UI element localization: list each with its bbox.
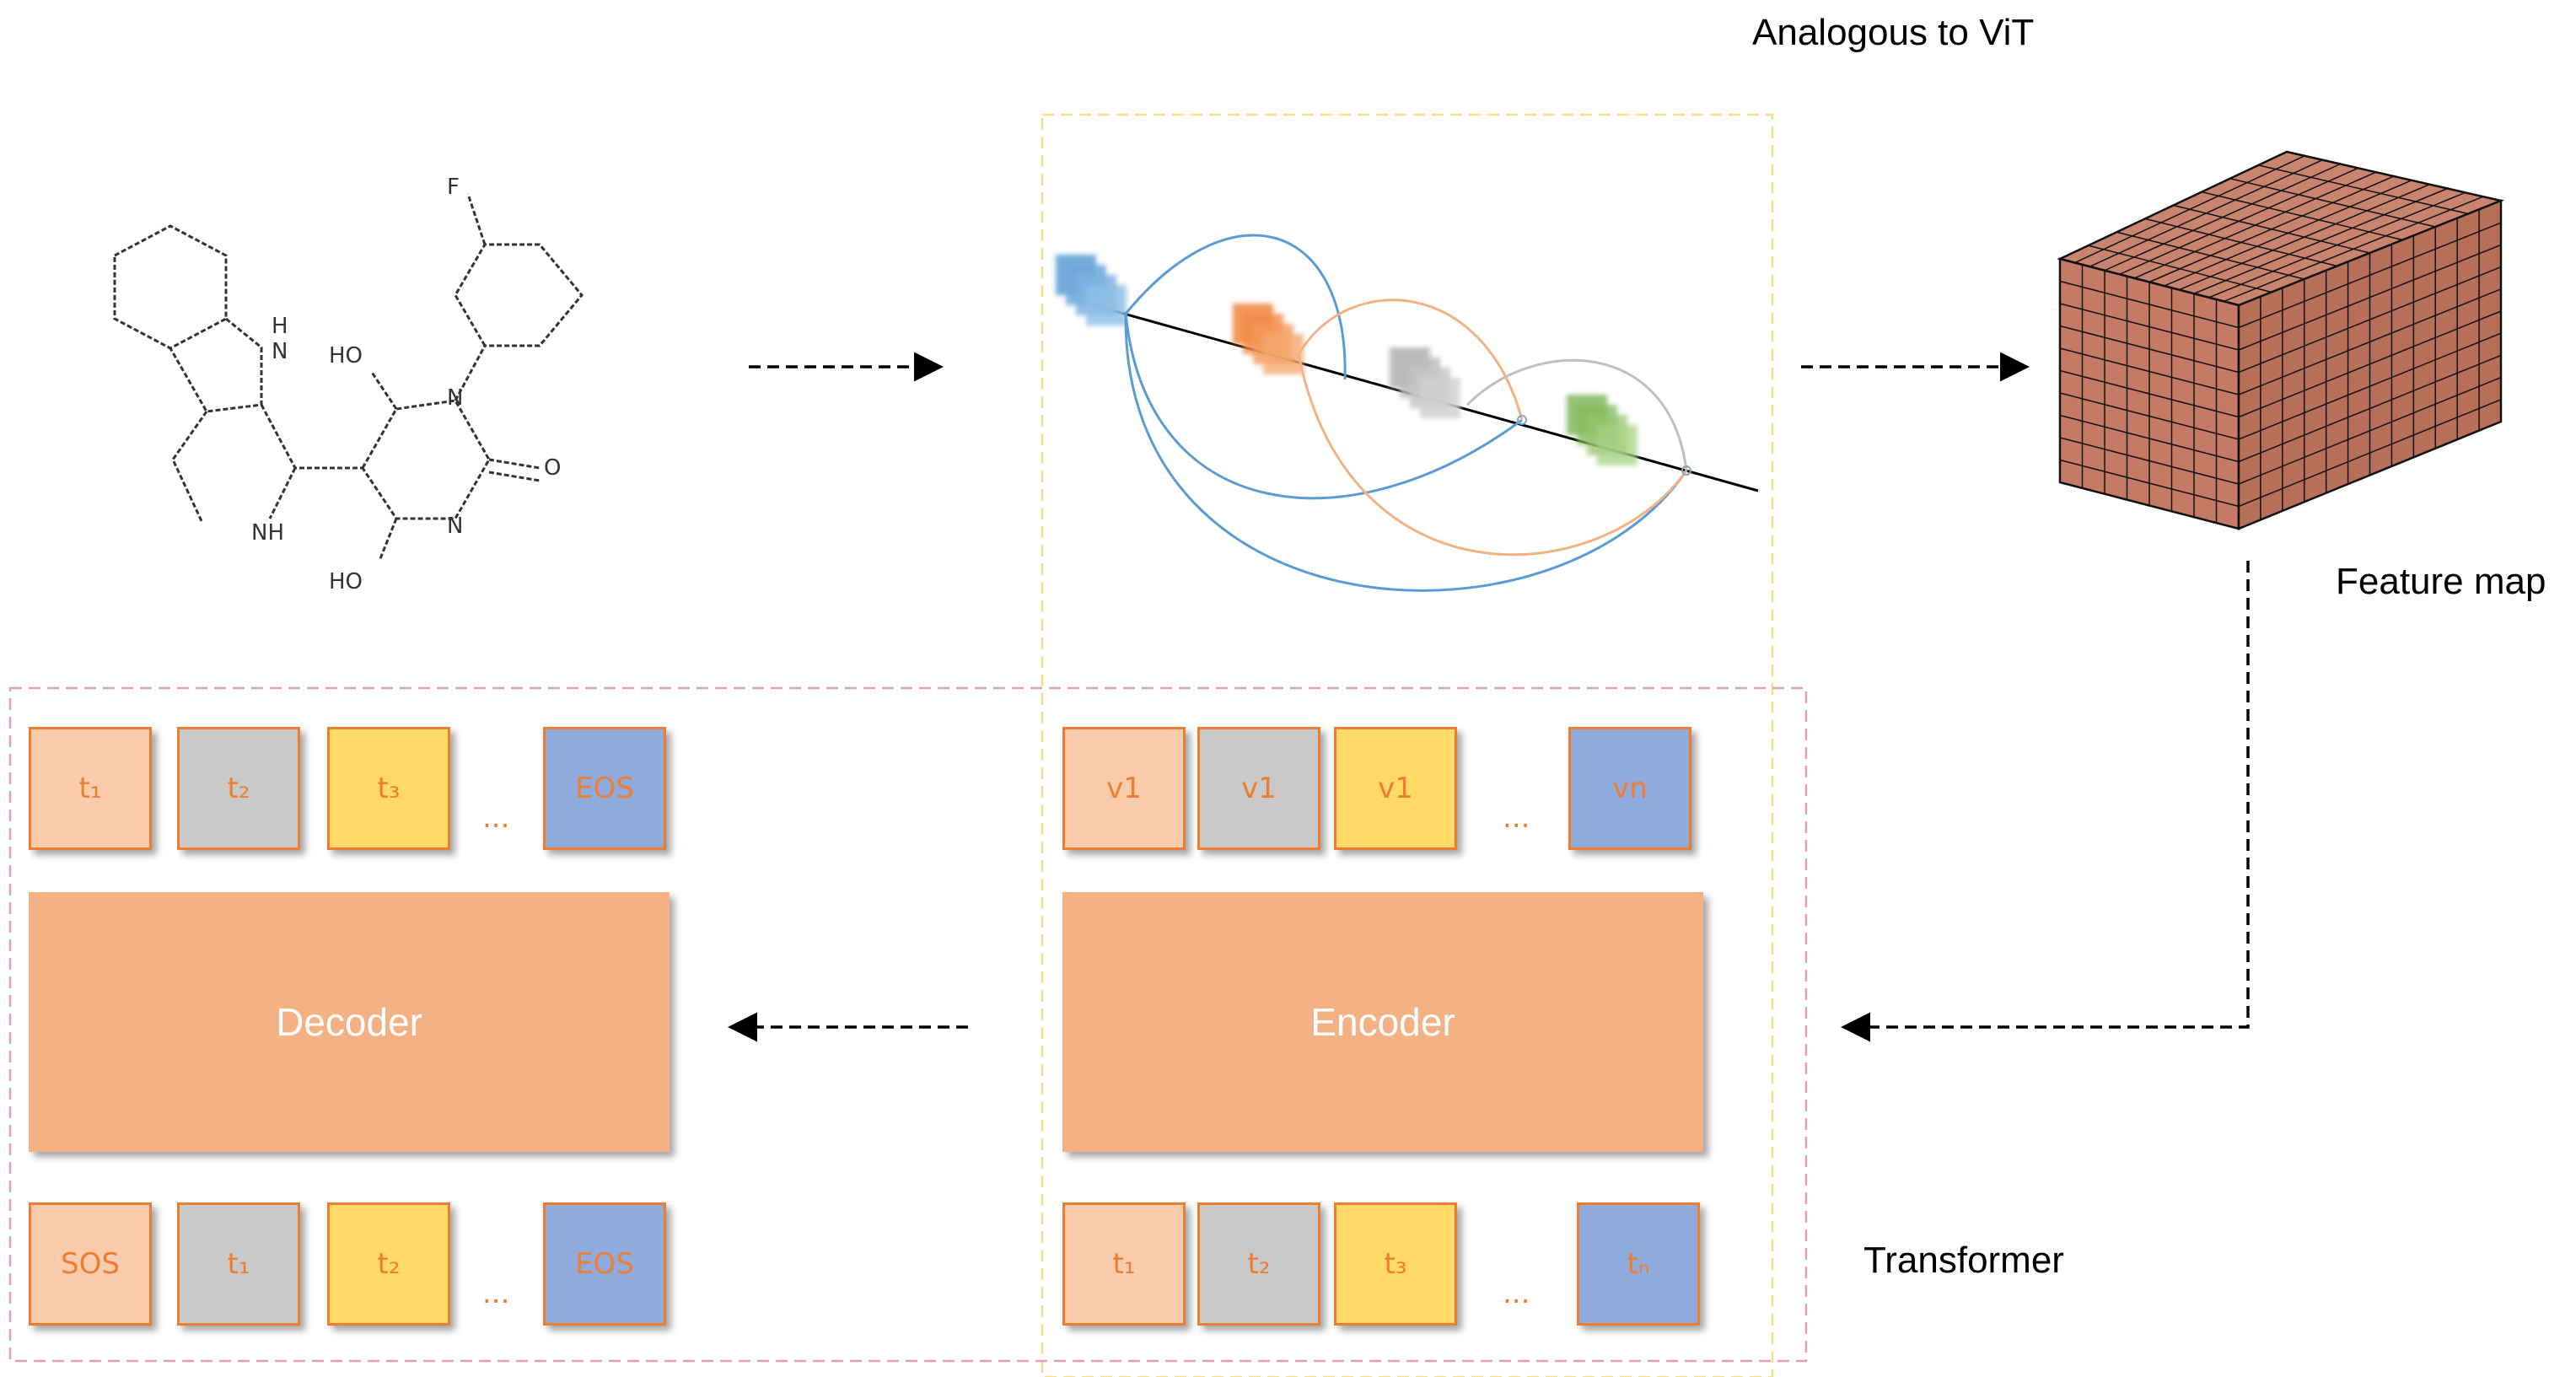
cube-grid-line [2238, 332, 2502, 440]
cube-grid-line [2088, 245, 2272, 293]
atom-n-bottom: N [447, 514, 463, 539]
cube-grid-line [2059, 369, 2240, 418]
encoder-block: Encoder [1062, 892, 1703, 1152]
gray-patch-stack [1390, 347, 1460, 418]
atom-n-top: N [447, 385, 463, 411]
decoder-output-token-3: t₃ [327, 727, 450, 850]
attn-arc-gray-1 [1465, 358, 1688, 471]
atom-o: O [544, 455, 561, 481]
cube-grid-line [2059, 347, 2240, 395]
cube-grid-line [2238, 399, 2502, 508]
encoder-input-token-3: t₃ [1334, 1202, 1457, 1326]
encoder-output-token-1: v1 [1062, 727, 1186, 850]
cube-grid-line [2059, 392, 2240, 440]
attn-arc-orange-2 [1297, 353, 1688, 557]
decoder-input-token-sos: SOS [29, 1202, 152, 1326]
atom-f: F [447, 175, 460, 200]
attn-arc-blue-2 [1124, 313, 1523, 500]
cube-grid-line [2059, 280, 2240, 329]
atom-ho-bottom: HO [329, 569, 363, 594]
cube-grid-line [2201, 191, 2403, 241]
decoder-input-token-1: t₁ [177, 1202, 300, 1326]
attn-arc-blue-3 [1124, 313, 1688, 592]
decoder-block: Decoder [29, 892, 670, 1152]
atom-n-indole: N [272, 339, 288, 364]
vit-region-box [1041, 113, 1774, 1377]
cube-grid-line [2059, 303, 2240, 351]
transformer-region-box [8, 686, 1808, 1363]
molecule-atom-labels: F H N HO N O N NH HO [251, 175, 561, 594]
decoder-input-ellipsis: ... [482, 1277, 510, 1310]
cube-grid-line [2238, 222, 2502, 329]
atom-ho-top: HO [329, 343, 363, 368]
transformer-label: Transformer [1863, 1240, 2064, 1281]
attn-arc-blue-1 [1124, 234, 1347, 380]
cube-grid-line [2059, 437, 2240, 485]
atom-h: H [272, 314, 288, 339]
vit-label: Analogous to ViT [1752, 12, 2035, 53]
cube-grid-line [2059, 414, 2240, 463]
encoder-output-token-2: v1 [1197, 727, 1320, 850]
decoder-output-token-eos: EOS [543, 727, 666, 850]
cube-grid-line [2238, 288, 2502, 395]
encoder-output-token-3: v1 [1334, 727, 1457, 850]
cube-grid-line [2238, 244, 2502, 351]
decoder-output-ellipsis: ... [482, 801, 510, 835]
arrow-feature-map-to-encoder [1841, 561, 2250, 1042]
encoder-output-ellipsis: ... [1503, 801, 1530, 835]
cube-grid-line [2059, 325, 2240, 374]
decoder-output-token-2: t₂ [177, 727, 300, 850]
cube-grid-line [2229, 178, 2436, 228]
encoder-output-token-n: vn [1568, 727, 1691, 850]
cube-grid-line [2144, 218, 2337, 267]
encoder-input-token-2: t₂ [1197, 1202, 1320, 1326]
vit-sketch [1056, 234, 1759, 592]
cube-grid-line [2238, 266, 2502, 374]
cube-grid-line [2059, 459, 2240, 508]
green-patch-stack [1567, 395, 1638, 465]
blue-patch-stack [1056, 255, 1127, 325]
atom-nh: NH [251, 520, 284, 546]
decoder-input-token-eos: EOS [543, 1202, 666, 1326]
decoder-output-token-1: t₁ [29, 727, 152, 850]
encoder-input-token-n: tₙ [1577, 1202, 1700, 1326]
cube-grid-line [2238, 354, 2502, 463]
cube-grid-line [2258, 164, 2469, 215]
cube-grid-line [2173, 204, 2370, 254]
cube-grid-line [2116, 231, 2304, 280]
encoder-input-ellipsis: ... [1503, 1277, 1530, 1310]
cube-grid-line [2238, 376, 2502, 485]
encoder-input-token-1: t₁ [1062, 1202, 1186, 1326]
decoder-input-token-2: t₂ [327, 1202, 450, 1326]
cube-grid-line [2238, 310, 2502, 418]
feature-map-cube [2057, 150, 2505, 530]
orange-patch-stack [1233, 304, 1304, 374]
feature-map-label: Feature map [2336, 561, 2546, 602]
attn-arc-orange-1 [1297, 299, 1524, 421]
molecule-structure [113, 193, 583, 562]
